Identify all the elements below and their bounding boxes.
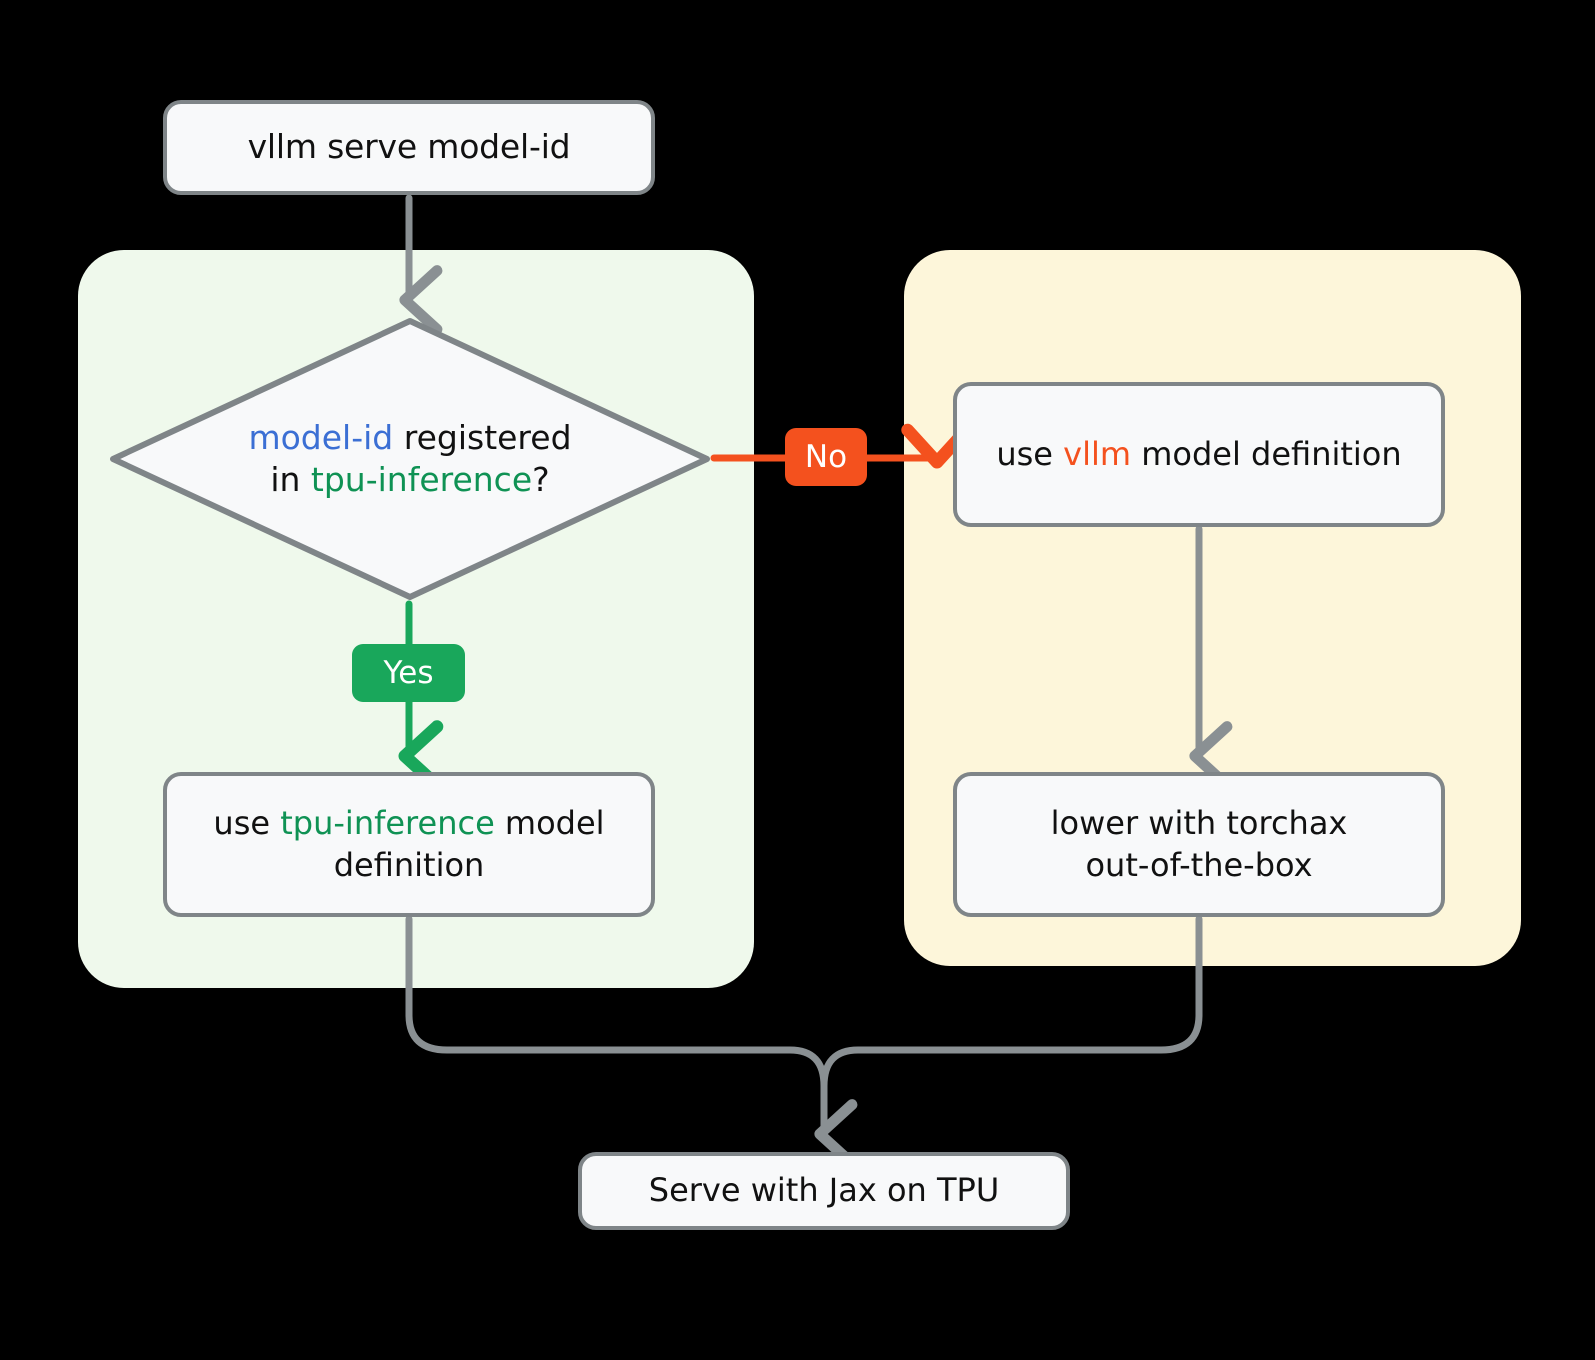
- edge-label-yes-text: Yes: [383, 655, 434, 691]
- node-torchax-line-2: out-of-the-box: [1085, 845, 1313, 884]
- vllm-def-text-use: use: [996, 434, 1064, 473]
- node-serve-with-jax-on-tpu[interactable]: Serve with Jax on TPU: [578, 1152, 1070, 1230]
- edge-label-no[interactable]: No: [785, 428, 867, 486]
- tpu-def-text-use: use: [213, 803, 281, 842]
- node-lower-with-torchax[interactable]: lower with torchax out-of-the-box: [953, 772, 1445, 917]
- node-tpu-def-label: use tpu-inference model definition: [183, 803, 635, 886]
- edge-label-yes[interactable]: Yes: [352, 644, 465, 702]
- vllm-def-code-vllm: vllm: [1063, 434, 1132, 473]
- vllm-def-text-model-definition: model definition: [1131, 434, 1402, 473]
- tpu-def-code-tpu-inference: tpu-inference: [280, 803, 495, 842]
- node-torchax-label: lower with torchax out-of-the-box: [1051, 803, 1348, 886]
- node-decision-model-registered[interactable]: model-id registered in tpu-inference?: [108, 316, 712, 602]
- node-use-vllm-model-definition[interactable]: use vllm model definition: [953, 382, 1445, 527]
- edge-label-no-text: No: [804, 439, 848, 475]
- tpu-def-text-model-definition: model definition: [333, 803, 605, 884]
- diamond-shape: [110, 318, 710, 600]
- node-vllm-serve-label: vllm serve model-id: [247, 127, 571, 167]
- node-torchax-line-1: lower with torchax: [1050, 803, 1348, 842]
- node-serve-label: Serve with Jax on TPU: [648, 1171, 1000, 1210]
- node-vllm-def-label: use vllm model definition: [996, 434, 1401, 476]
- node-use-tpu-inference-model-definition[interactable]: use tpu-inference model definition: [163, 772, 655, 917]
- node-vllm-serve[interactable]: vllm serve model-id: [163, 100, 655, 195]
